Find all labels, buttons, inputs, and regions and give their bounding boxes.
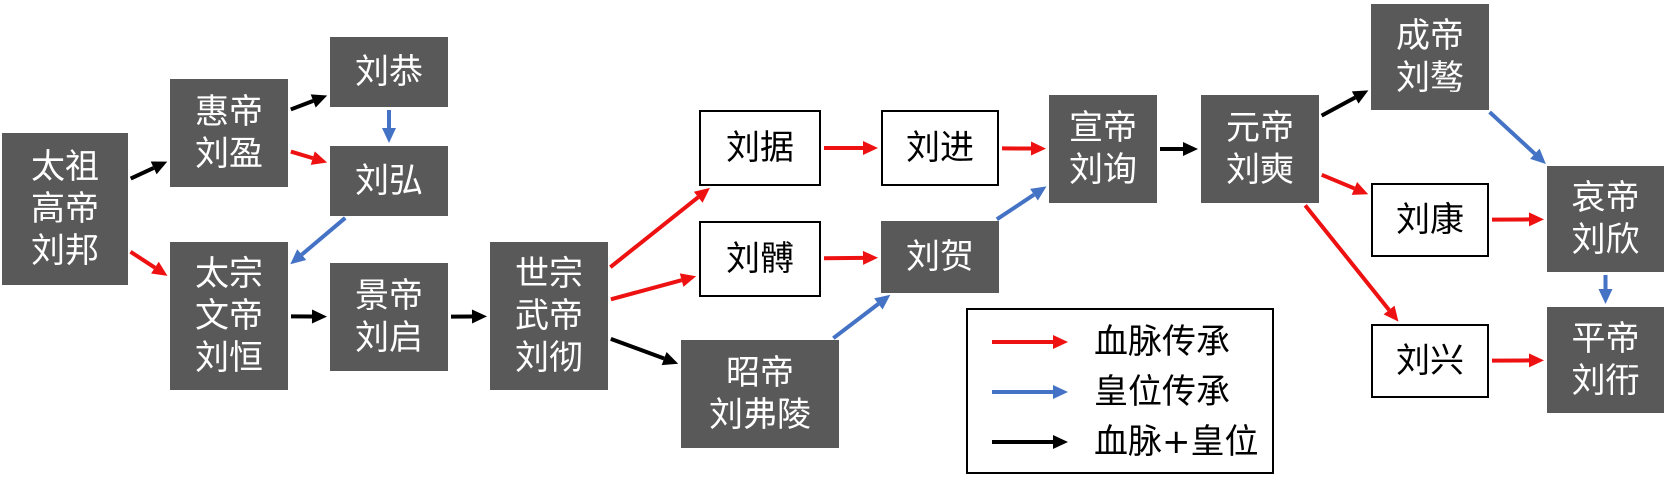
node-huidi: 惠帝 刘盈 [170,79,288,187]
arrow-yuandi-to-chengdi [1320,90,1369,118]
arrow-liujin-to-xuandi [1001,141,1046,156]
node-line: 刘弗陵 [709,395,811,435]
legend-item-both: 血脉+皇位 [990,420,1259,464]
node-line: 平帝 [1571,319,1640,359]
legend-arrow-throne [992,385,1068,399]
node-liuhong: 刘弘 [330,146,448,216]
node-wudi: 世宗 武帝 刘彻 [490,242,608,390]
node-line: 刘兴 [1396,341,1464,381]
node-line: 高帝 [31,189,99,229]
node-line: 武帝 [515,296,583,336]
node-line: 刘奭 [1226,150,1294,190]
node-liugong: 刘恭 [330,37,448,107]
legend: 血脉传承 皇位传承 血脉+皇位 [966,308,1274,474]
arrow-gaozu-to-wendi [129,250,168,276]
legend-label: 皇位传承 [1094,372,1230,412]
arrow-liuhong-to-wendi [290,216,347,265]
node-liuhe: 刘贺 [881,221,999,293]
node-line: 刘欣 [1571,220,1640,260]
node-liujin: 刘进 [881,110,999,186]
legend-arrow-blood [992,335,1068,349]
legend-arrow-shape [992,435,1068,449]
node-chengdi: 成帝 刘骜 [1371,4,1489,110]
legend-item-blood: 血脉传承 [990,320,1230,364]
node-line: 刘衎 [1571,361,1640,401]
node-line: 世宗 [515,254,583,294]
arrow-jingdi-to-wudi [450,309,488,324]
node-line: 刘贺 [906,237,974,277]
arrow-liuxing-to-pingdi [1491,353,1544,368]
node-line: 刘邦 [31,231,99,271]
node-line: 刘弘 [355,161,423,201]
arrow-huidi-to-liuhong [290,149,328,165]
legend-label: 血脉+皇位 [1094,422,1259,462]
arrow-liuju-to-liujin [824,141,878,155]
node-line: 刘康 [1396,200,1464,240]
arrow-gaozu-to-huidi [129,161,168,181]
node-line: 刘彻 [515,338,583,378]
arrow-chengdi-to-aidi [1488,110,1546,164]
node-liuxing: 刘兴 [1371,324,1489,398]
arrow-xuandi-to-yuandi [1160,142,1198,156]
arrow-wudi-to-liuju [609,187,710,269]
arrow-wudi-to-liubo [610,273,697,302]
node-liubo: 刘髆 [699,221,821,297]
node-liukang: 刘康 [1371,183,1489,257]
node-xuandi: 宣帝 刘询 [1049,95,1157,203]
node-line: 刘盈 [195,134,263,174]
arrow-huidi-to-liugong [290,94,328,112]
node-line: 太宗 [195,254,263,294]
node-line: 刘进 [906,128,974,168]
arrow-liugong-to-liuhong [382,110,396,143]
node-line: 成帝 [1396,16,1464,56]
node-zhaodi: 昭帝 刘弗陵 [681,340,839,448]
node-yuandi: 元帝 刘奭 [1201,95,1319,203]
arrow-liukang-to-aidi [1491,212,1544,227]
node-line: 哀帝 [1571,178,1640,218]
node-line: 景帝 [355,276,423,316]
node-line: 宣帝 [1069,108,1137,148]
node-line: 刘恒 [195,338,263,378]
node-wendi: 太宗 文帝 刘恒 [170,242,288,390]
node-line: 刘髆 [726,239,794,279]
node-gaozu: 太祖 高帝 刘邦 [2,133,128,285]
node-line: 昭帝 [726,353,794,393]
node-liuju: 刘据 [699,110,821,186]
node-pingdi: 平帝 刘衎 [1547,307,1664,413]
legend-item-throne: 皇位传承 [990,370,1230,414]
arrow-liuhe-to-xuandi [995,186,1047,222]
node-line: 惠帝 [195,92,263,132]
arrow-zhaodi-to-liuhe [832,294,891,340]
node-line: 文帝 [195,296,263,336]
node-line: 元帝 [1226,108,1294,148]
node-jingdi: 景帝 刘启 [330,263,448,371]
legend-arrow-shape [992,385,1068,399]
arrow-wudi-to-zhaodi [610,336,679,366]
arrow-liubo-to-liuhe [823,250,879,265]
legend-label: 血脉传承 [1094,322,1230,362]
node-line: 刘恭 [355,52,423,92]
node-line: 刘据 [726,128,794,168]
legend-arrow-both [992,435,1068,449]
node-line: 太祖 [31,147,99,187]
arrow-yuandi-to-liukang [1320,172,1369,195]
node-line: 刘启 [355,318,423,358]
arrow-wendi-to-jingdi [290,309,328,324]
node-aidi: 哀帝 刘欣 [1547,166,1664,272]
node-line: 刘询 [1069,150,1137,190]
node-line: 刘骜 [1396,58,1464,98]
arrow-aidi-to-pingdi [1598,275,1613,304]
arrow-yuandi-to-liuxing [1303,204,1399,322]
legend-arrow-shape [992,335,1068,349]
